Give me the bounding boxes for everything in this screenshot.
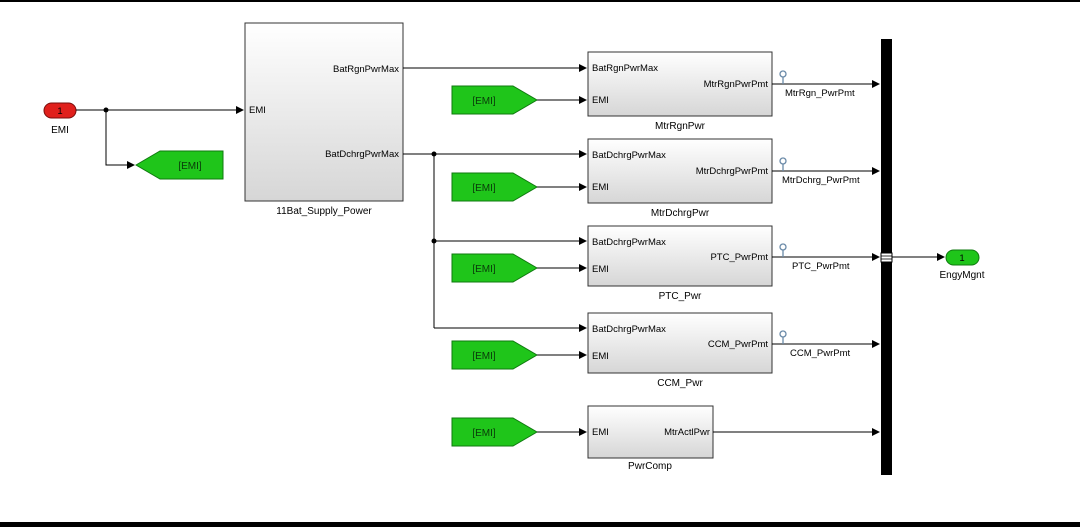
- signal-probe-icon[interactable]: [779, 330, 787, 344]
- supply-out-port-1: BatRgnPwrMax: [333, 64, 399, 75]
- outport-number: 1: [959, 253, 964, 264]
- signal-probe-icon[interactable]: [779, 243, 787, 257]
- subsystem-name: PwrComp: [628, 461, 672, 472]
- supply-out-port-2: BatDchrgPwrMax: [325, 149, 399, 160]
- subsystem-name: PTC_Pwr: [659, 291, 702, 302]
- subsystem-in-port: EMI: [592, 264, 609, 275]
- from-tag-label: [EMI]: [472, 351, 496, 362]
- supply-in-port: EMI: [249, 105, 266, 116]
- signal-label: MtrDchrg_PwrPmt: [782, 175, 860, 186]
- signal-label: MtrRgn_PwrPmt: [785, 88, 855, 99]
- bus-creator-block[interactable]: [880, 39, 893, 475]
- subsystem-in-port: EMI: [592, 95, 609, 106]
- signal-label: PTC_PwrPmt: [792, 261, 850, 272]
- subsystem-ccm-pwr[interactable]: BatDchrgPwrMax EMI CCM_PwrPmt CCM_Pwr: [587, 312, 773, 389]
- inport-label: EMI: [51, 125, 69, 136]
- signal-probe-icon[interactable]: [779, 70, 787, 84]
- from-emi-block-3[interactable]: [EMI]: [451, 253, 538, 283]
- subsystem-out-port: CCM_PwrPmt: [708, 339, 769, 350]
- supply-output-wires: [403, 64, 587, 332]
- bat-supply-power-block[interactable]: EMI BatRgnPwrMax BatDchrgPwrMax 11Bat_Su…: [244, 22, 404, 217]
- subsystem-in-port: BatDchrgPwrMax: [592, 237, 666, 248]
- subsystem-out-port: MtrRgnPwrPmt: [704, 79, 769, 90]
- signal-probe-icon[interactable]: [779, 157, 787, 171]
- inport-wires: [76, 106, 244, 169]
- subsystem-out-port: MtrActlPwr: [664, 427, 710, 438]
- subsystem-name: MtrRgnPwr: [655, 121, 706, 132]
- from-tag-label: [EMI]: [472, 96, 496, 107]
- inport-number: 1: [57, 106, 62, 117]
- subsystem-name: MtrDchrgPwr: [651, 208, 710, 219]
- from-emi-block-5[interactable]: [EMI]: [451, 417, 538, 447]
- subsystem-pwr-comp[interactable]: EMI MtrActlPwr PwrComp: [587, 405, 714, 472]
- subsystem-ptc-pwr[interactable]: BatDchrgPwrMax EMI PTC_PwrPmt PTC_Pwr: [587, 225, 773, 302]
- subsystem-in-port: EMI: [592, 427, 609, 438]
- subsystem-name: CCM_Pwr: [657, 378, 703, 389]
- subsystem-out-port: PTC_PwrPmt: [710, 252, 768, 263]
- subsystem-mtr-dchrg-pwr[interactable]: BatDchrgPwrMax EMI MtrDchrgPwrPmt MtrDch…: [587, 138, 773, 219]
- subsystem-in-port: BatDchrgPwrMax: [592, 150, 666, 161]
- supply-block-name: 11Bat_Supply_Power: [276, 206, 372, 217]
- from-emi-block-2[interactable]: [EMI]: [451, 172, 538, 202]
- goto-tag-label: [EMI]: [178, 161, 202, 172]
- from-emi-block-4[interactable]: [EMI]: [451, 340, 538, 370]
- subsystem-in-port: BatDchrgPwrMax: [592, 324, 666, 335]
- inport-emi[interactable]: 1 EMI: [43, 102, 77, 136]
- subsystem-out-port: MtrDchrgPwrPmt: [696, 166, 769, 177]
- subsystem-mtr-rgn-pwr[interactable]: BatRgnPwrMax EMI MtrRgnPwrPmt MtrRgnPwr: [587, 51, 773, 132]
- outport-engy-mgnt[interactable]: 1 EngyMgnt: [939, 249, 985, 281]
- outport-label: EngyMgnt: [939, 270, 984, 281]
- from-tag-label: [EMI]: [472, 428, 496, 439]
- from-tag-label: [EMI]: [472, 264, 496, 275]
- subsystem-in-port: EMI: [592, 182, 609, 193]
- from-emi-block-1[interactable]: [EMI]: [451, 85, 538, 115]
- from-tag-label: [EMI]: [472, 183, 496, 194]
- subsystem-in-port: EMI: [592, 351, 609, 362]
- goto-emi-block[interactable]: [EMI]: [135, 150, 224, 180]
- subsystem-in-port: BatRgnPwrMax: [592, 63, 658, 74]
- signal-label: CCM_PwrPmt: [790, 348, 851, 359]
